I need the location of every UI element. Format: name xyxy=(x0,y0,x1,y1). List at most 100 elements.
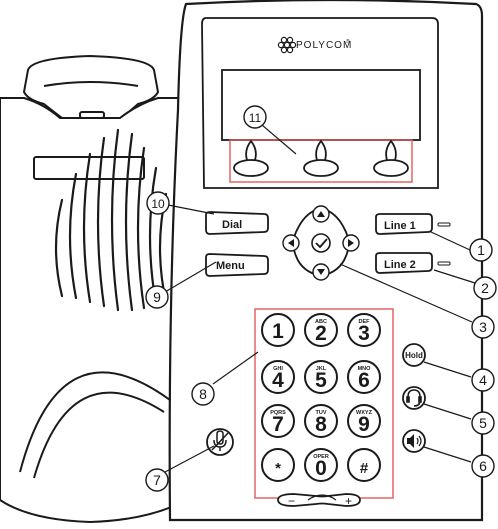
headset-button[interactable] xyxy=(402,386,426,410)
volume-divider xyxy=(307,494,337,501)
leader-2 xyxy=(433,269,476,284)
callout-number: 6 xyxy=(479,458,487,474)
arrow-up-icon xyxy=(317,211,325,217)
key-digit: 9 xyxy=(358,413,370,436)
softkey-2[interactable] xyxy=(303,139,339,177)
callout-1: 1 xyxy=(469,238,493,262)
logo-dot xyxy=(289,41,297,49)
dial-button[interactable]: Dial xyxy=(205,211,269,235)
key-digit: 2 xyxy=(315,322,327,345)
callout-number: 8 xyxy=(199,386,207,402)
callout-11: 11 xyxy=(243,105,267,129)
line2-led xyxy=(437,261,451,266)
key-digit: 3 xyxy=(358,322,370,345)
key-outline xyxy=(347,448,381,482)
brand-reg: ® xyxy=(346,38,350,45)
grille-arc xyxy=(110,128,120,312)
key-letters: ABC xyxy=(315,319,327,325)
callout-number: 7 xyxy=(153,472,161,488)
nav-up-button[interactable] xyxy=(312,205,330,223)
brand-name: POLYCOM xyxy=(296,40,352,51)
grille-arc xyxy=(124,132,134,312)
grille-arc xyxy=(68,172,78,300)
polycom-logo: POLYCOM ® xyxy=(277,36,352,54)
softkey-3[interactable] xyxy=(373,139,409,177)
leader-6 xyxy=(423,446,472,463)
nav-right-button[interactable] xyxy=(342,234,360,252)
nav-down-button[interactable] xyxy=(312,263,330,281)
key-digit: 5 xyxy=(315,369,327,392)
volume-rocker[interactable]: − + xyxy=(277,493,361,508)
key-star[interactable]: * xyxy=(261,448,295,482)
key-hash[interactable]: # xyxy=(347,448,381,482)
menu-button-label: Menu xyxy=(216,260,245,272)
logo-dot xyxy=(280,46,288,54)
handset xyxy=(0,54,188,524)
line2-button-label: Line 2 xyxy=(384,259,416,271)
arrow-down-icon xyxy=(317,269,325,275)
callout-circle xyxy=(471,315,495,339)
line2-button[interactable]: Line 2 xyxy=(375,252,433,274)
arrow-right-icon xyxy=(348,239,354,247)
hold-button-label: Hold xyxy=(405,351,423,360)
logo-dot xyxy=(280,36,288,44)
callout-7: 7 xyxy=(145,468,169,492)
mute-button[interactable] xyxy=(206,428,234,456)
leader-3 xyxy=(339,263,473,323)
softkey-1[interactable] xyxy=(233,139,269,177)
line1-led xyxy=(437,222,451,227)
softkey-group xyxy=(233,139,409,177)
grille-arc xyxy=(96,136,106,308)
key-digit: 4 xyxy=(272,369,284,392)
key-outline xyxy=(261,448,295,482)
leader-lines xyxy=(164,124,476,473)
key-1[interactable]: 1 xyxy=(261,313,295,347)
callout-number: 3 xyxy=(479,319,487,335)
nav-left-button[interactable] xyxy=(282,234,300,252)
callout-10: 10 xyxy=(146,191,170,215)
callout-number: 9 xyxy=(153,289,161,305)
callout-circle xyxy=(471,454,495,478)
speakerphone-button[interactable] xyxy=(402,429,426,453)
nav-select-button[interactable] xyxy=(311,233,331,253)
callout-5: 5 xyxy=(471,411,495,435)
key-outline xyxy=(304,313,338,347)
key-digit: 8 xyxy=(315,413,327,436)
navigation-cluster xyxy=(282,205,360,281)
logo-dot xyxy=(283,41,291,49)
menu-button[interactable]: Menu xyxy=(205,253,269,277)
callout-number: 4 xyxy=(479,372,487,388)
softkey-stem xyxy=(385,139,397,161)
headset-icon xyxy=(406,389,422,407)
line1-button[interactable]: Line 1 xyxy=(375,213,433,235)
handset-earpiece xyxy=(22,54,160,142)
speaker-grille xyxy=(54,128,168,312)
key-digit: 0 xyxy=(315,457,327,480)
hold-button[interactable]: Hold xyxy=(402,343,426,367)
callout-circle xyxy=(471,368,495,392)
key-outline xyxy=(347,313,381,347)
callout-8: 8 xyxy=(191,382,215,406)
callout-circle xyxy=(191,382,215,406)
grille-arc xyxy=(82,152,92,304)
volume-plus-label: + xyxy=(345,494,352,508)
grille-arc xyxy=(136,146,146,310)
checkmark-icon xyxy=(315,238,328,249)
callout-circle xyxy=(145,285,169,309)
leader-9 xyxy=(164,261,217,293)
leader-5 xyxy=(423,403,472,420)
key-outline xyxy=(347,360,381,394)
key-digit: 6 xyxy=(358,369,370,392)
arrow-left-icon xyxy=(288,239,294,247)
